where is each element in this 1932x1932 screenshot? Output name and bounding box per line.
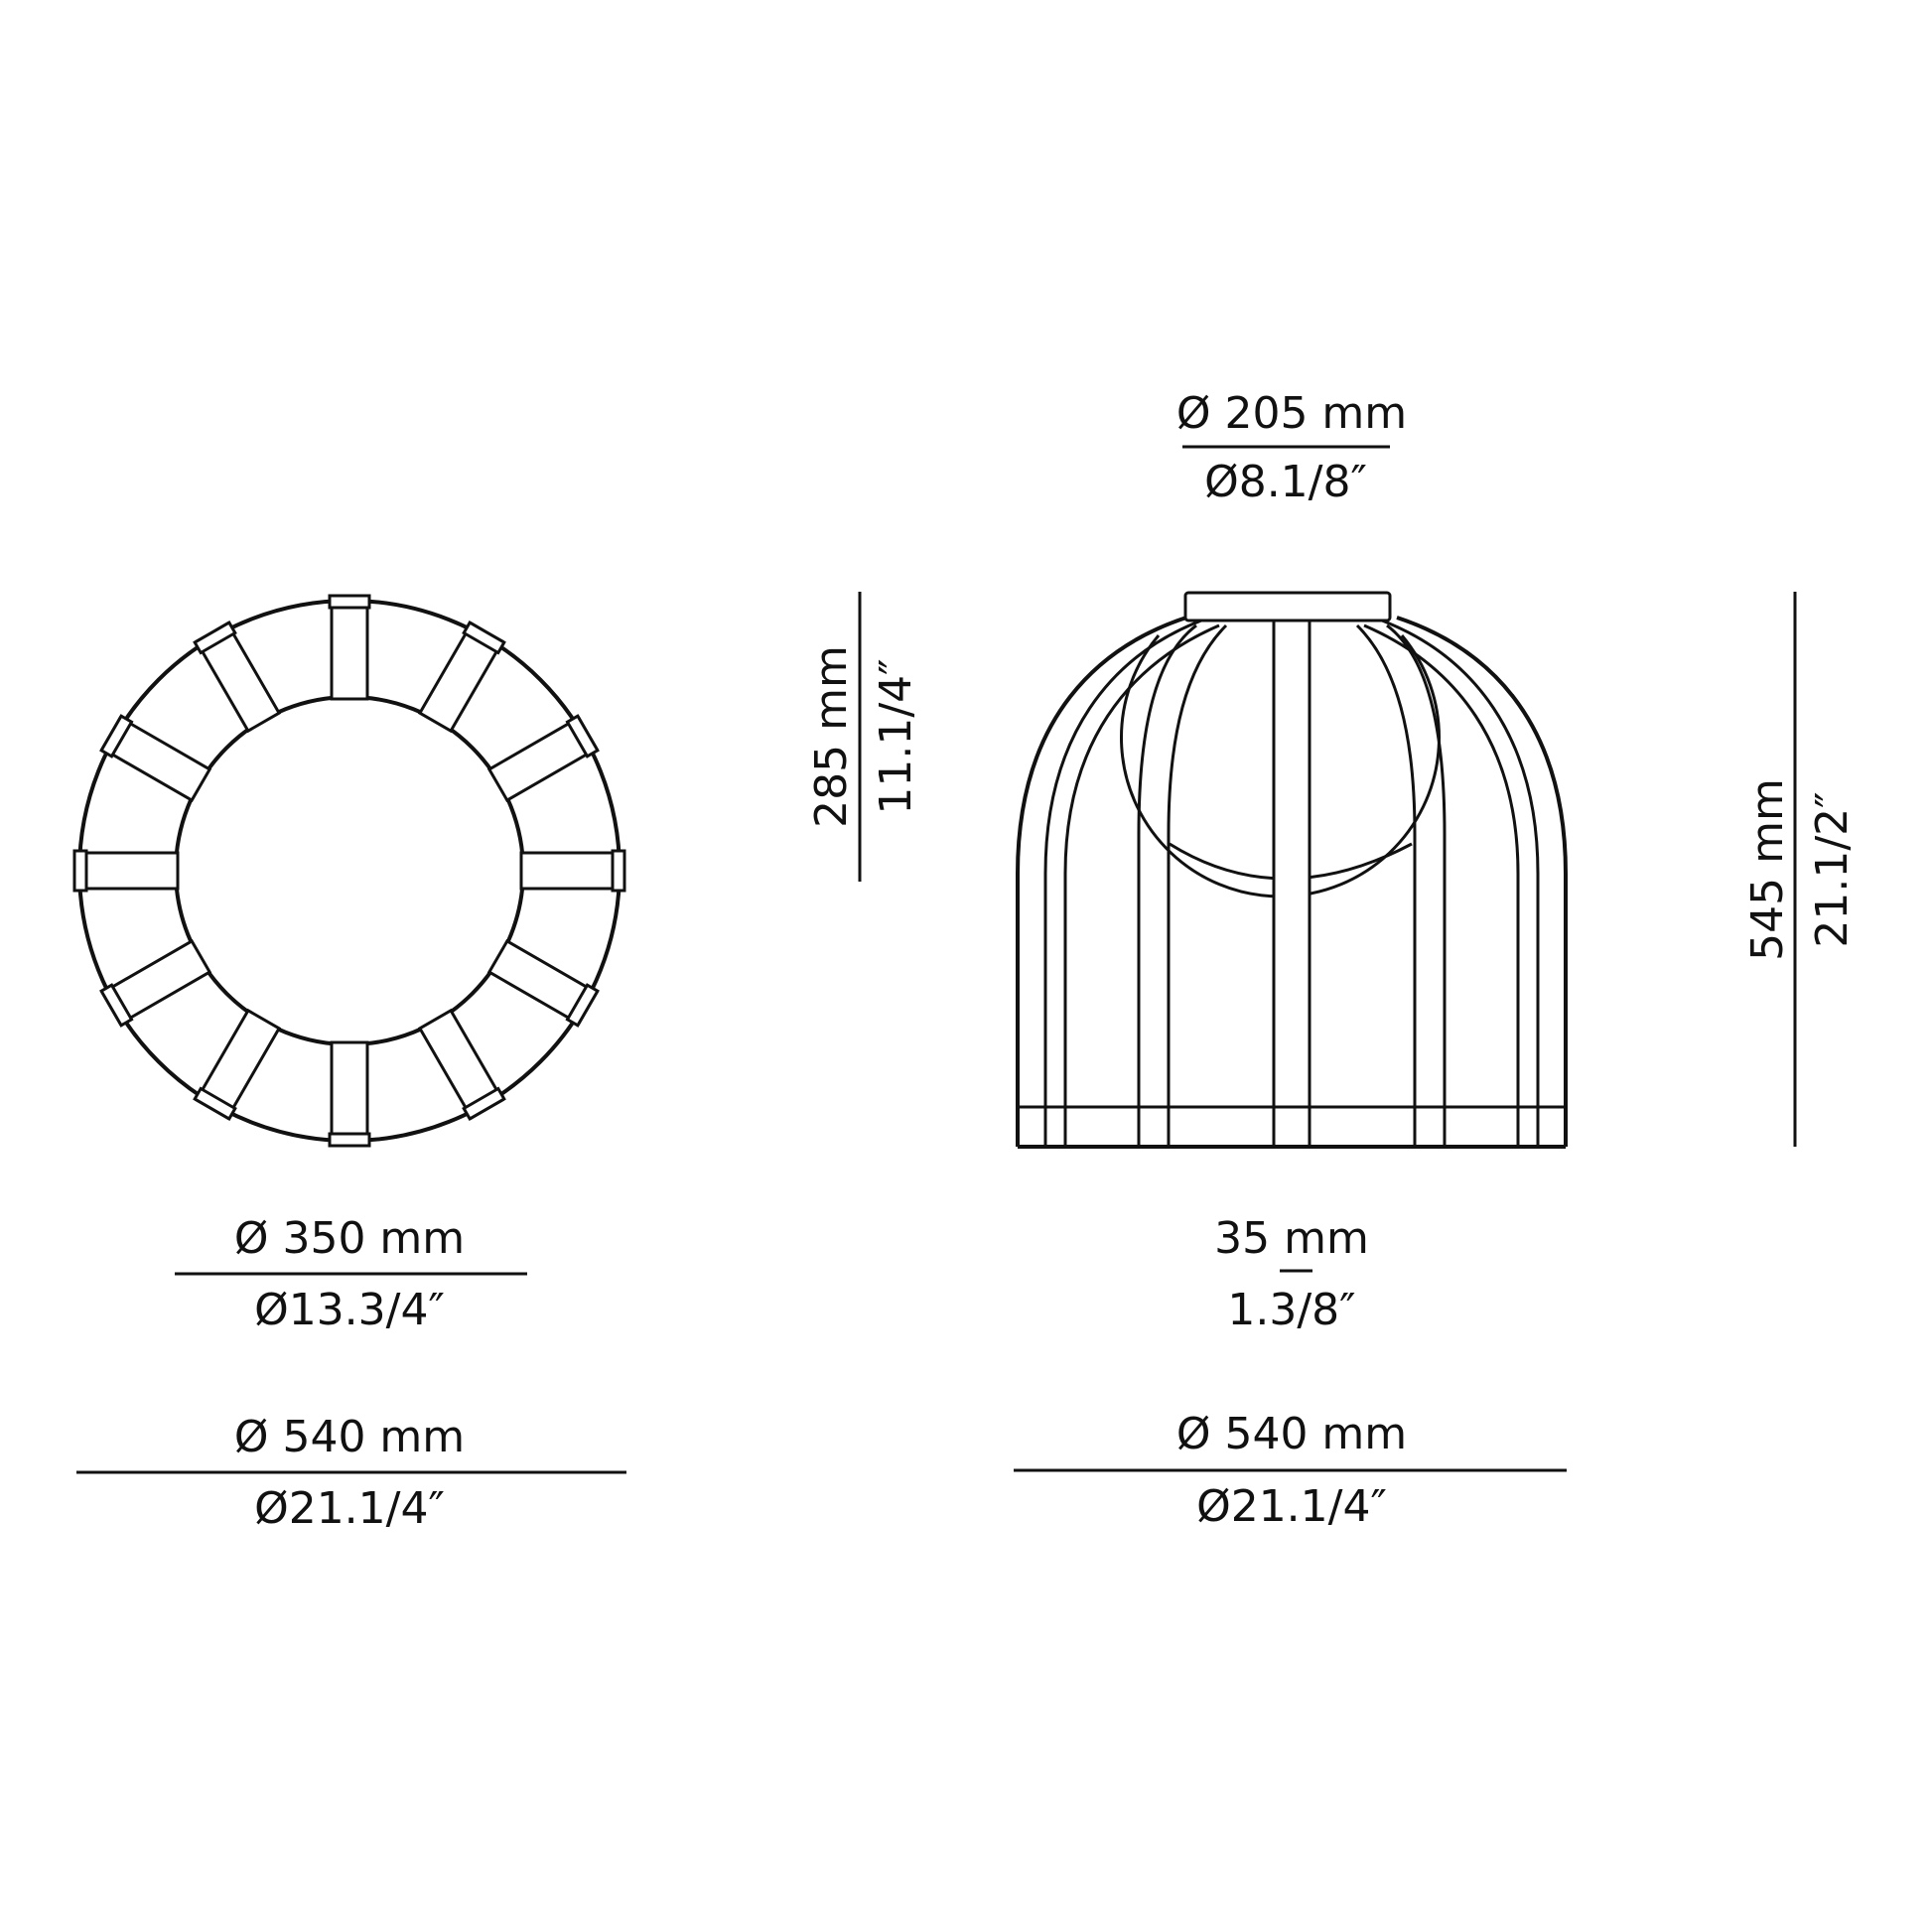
side-slat-left-outer — [1043, 619, 1202, 1147]
side-cap-diameter-inch: Ø8.1/8″ — [1204, 457, 1367, 507]
top-view-slat-cap — [462, 621, 506, 655]
top-view-slat-cap — [565, 714, 600, 759]
top-view-slat — [72, 849, 180, 893]
top-view — [72, 594, 626, 1148]
top-view-slat-cap — [99, 714, 134, 759]
top-view-slat-cap — [193, 621, 237, 655]
top-inner-diameter-inch: Ø13.3/4″ — [254, 1285, 445, 1335]
top-view-slat-bar — [519, 851, 626, 891]
top-view-slat-cap — [328, 1132, 371, 1148]
top-view-slat-cap — [565, 983, 600, 1028]
top-view-slat — [328, 594, 371, 701]
top-view-slat — [193, 621, 282, 734]
slat-width-mm: 35 mm — [1214, 1213, 1369, 1264]
side-view-cage-outline-right — [1396, 616, 1568, 1147]
top-view-slat — [328, 1040, 371, 1148]
top-outer-diameter-inch: Ø21.1/4″ — [254, 1483, 445, 1534]
side-slat-left-inner — [1137, 623, 1197, 1147]
side-view-cage-outline — [1016, 616, 1187, 1147]
top-view-slat-bar — [330, 1040, 369, 1148]
side-slat-right-inner — [1386, 623, 1447, 1147]
top-view-slat — [99, 714, 212, 803]
side-base-diameter-mm: Ø 540 mm — [1176, 1409, 1407, 1459]
side-view-top-cap — [1183, 591, 1392, 622]
top-view-slat-cap — [611, 849, 626, 893]
side-slat-center — [1272, 619, 1311, 1149]
top-view-slats — [72, 594, 626, 1148]
top-view-slat — [417, 621, 506, 734]
top-view-slat-cap — [193, 1086, 237, 1121]
top-view-slat-bar — [330, 594, 369, 701]
top-view-inner-ring — [174, 695, 525, 1046]
top-view-slat-cap — [72, 849, 88, 893]
side-slat-left-outer-b — [1063, 623, 1220, 1147]
top-view-slat — [193, 1008, 282, 1121]
side-slat-right-outer — [1381, 619, 1540, 1147]
total-height-inch: 21.1/2″ — [1807, 791, 1858, 947]
top-view-slat-cap — [328, 594, 371, 610]
top-view-slat — [486, 938, 600, 1028]
side-slat-right-inner-b — [1355, 623, 1417, 1147]
side-cap-diameter-mm: Ø 205 mm — [1176, 388, 1407, 439]
globe-height-inch: 11.1/4″ — [871, 658, 921, 814]
top-view-slat-cap — [99, 983, 134, 1028]
side-view — [1016, 591, 1568, 1149]
globe-height-mm: 285 mm — [806, 645, 857, 828]
top-view-slat — [99, 938, 212, 1028]
side-slat-left-inner-b — [1167, 623, 1228, 1147]
side-slat-right-outer-b — [1363, 623, 1520, 1147]
total-height-mm: 545 mm — [1742, 778, 1793, 961]
top-outer-diameter-mm: Ø 540 mm — [234, 1412, 465, 1462]
top-view-slat — [486, 714, 600, 803]
slat-width-inch: 1.3/8″ — [1227, 1285, 1355, 1335]
top-view-slat — [417, 1008, 506, 1121]
top-inner-diameter-mm: Ø 350 mm — [234, 1213, 465, 1264]
side-base-diameter-inch: Ø21.1/4″ — [1196, 1481, 1387, 1532]
top-view-slat-bar — [72, 851, 180, 891]
top-view-slat — [519, 849, 626, 893]
top-view-slat-cap — [462, 1086, 506, 1121]
